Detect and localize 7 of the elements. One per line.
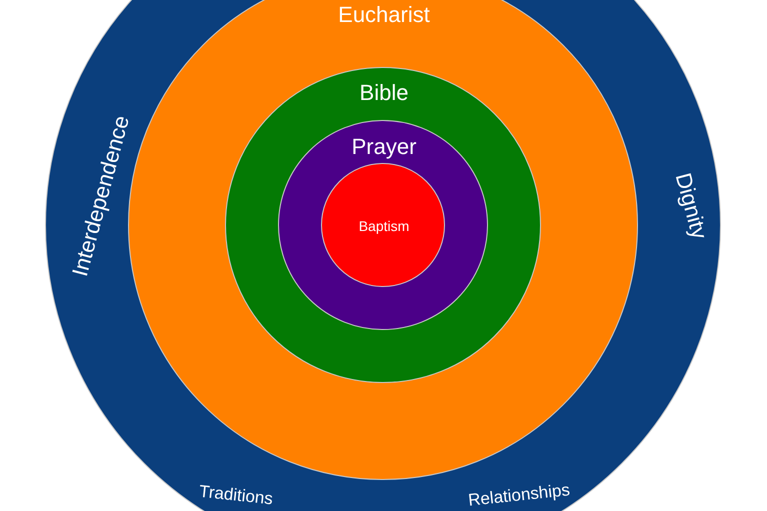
ring-label: Traditions: [198, 482, 274, 508]
ring-label: Eucharist: [338, 4, 430, 26]
ring-label: Dignity: [672, 170, 710, 242]
ring-label: Baptism: [358, 219, 410, 233]
ring-label: Bible: [360, 82, 408, 104]
ring-label: Relationships: [467, 481, 571, 509]
ring-label: Prayer: [352, 136, 416, 158]
